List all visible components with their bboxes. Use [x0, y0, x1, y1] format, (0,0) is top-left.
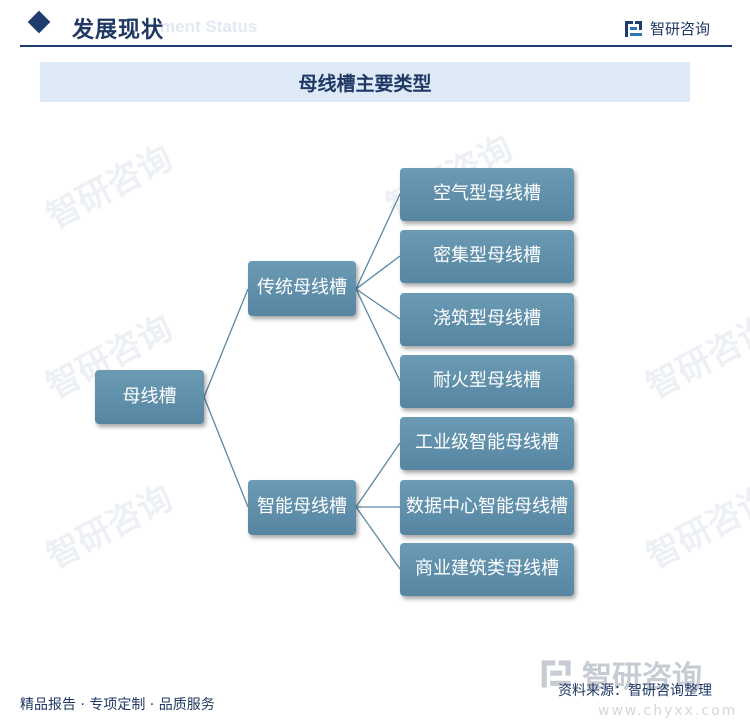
brand-name: 智研咨询 — [649, 20, 710, 38]
connector-root-branch1 — [203, 288, 249, 398]
connector-b2-c1 — [355, 442, 401, 508]
diagram-title: 母线槽主要类型 — [298, 72, 432, 95]
leaf-node: 商业建筑类母线槽 — [400, 543, 574, 596]
leaf-node: 耐火型母线槽 — [400, 355, 574, 408]
bottom-watermark: 智研咨询 — [540, 652, 702, 696]
header-divider — [20, 45, 732, 47]
root-node: 母线槽 — [95, 370, 204, 424]
leaf-node: 数据中心智能母线槽 — [400, 480, 574, 535]
source-note: 资料来源：智研咨询整理 — [558, 683, 712, 699]
watermark-url: www.chyxx.com — [598, 703, 738, 719]
header-ghost-text: ment Status — [160, 17, 258, 36]
connector-b1-c4 — [355, 288, 401, 382]
connector-root-branch2 — [203, 396, 249, 508]
connector-b2-c3 — [355, 506, 401, 570]
leaf-node: 浇筑型母线槽 — [400, 293, 574, 346]
brand: 智研咨询 — [624, 18, 710, 39]
branch-node-smart: 智能母线槽 — [248, 480, 356, 535]
connector-b1-c3 — [355, 288, 401, 320]
title-banner: 母线槽主要类型 — [40, 62, 690, 102]
connector-b1-c1 — [355, 193, 401, 290]
leaf-node: 空气型母线槽 — [400, 168, 574, 221]
section-title: 发展现状 — [72, 18, 165, 43]
footer-slogan: 精品报告 · 专项定制 · 品质服务 — [20, 697, 215, 713]
leaf-node: 密集型母线槽 — [400, 230, 574, 283]
watermark-text: 智研咨询 — [582, 660, 702, 695]
branch-node-traditional: 传统母线槽 — [248, 261, 356, 316]
brand-logo-icon — [624, 20, 642, 37]
leaf-node: 工业级智能母线槽 — [400, 417, 574, 470]
watermark-logo-icon — [541, 660, 571, 688]
connector-b1-c2 — [355, 255, 401, 290]
